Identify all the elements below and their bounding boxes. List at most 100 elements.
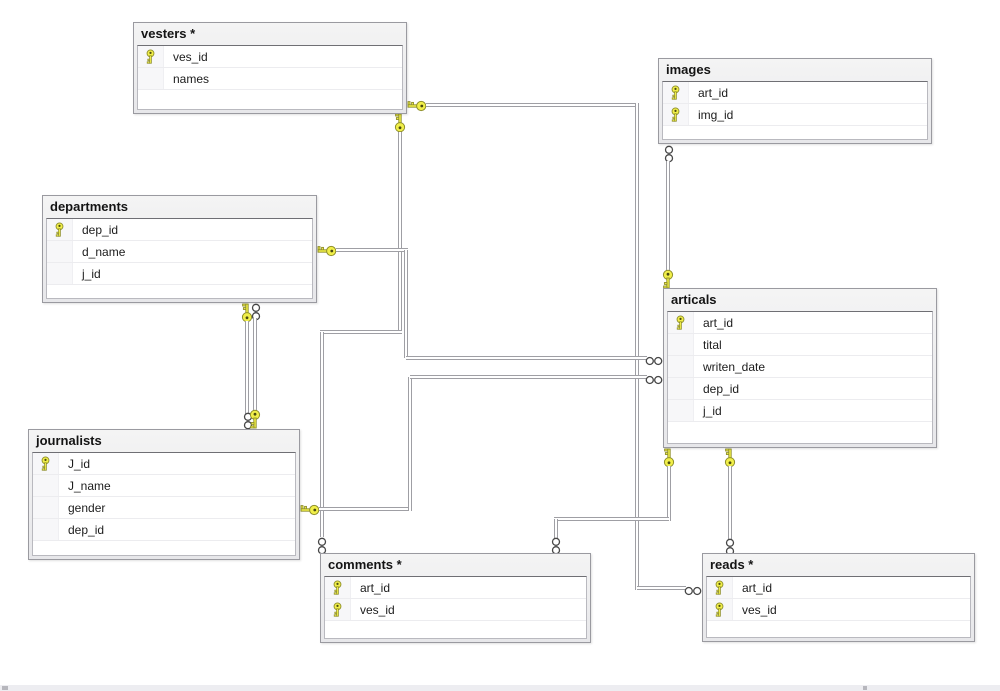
table-row[interactable]: art_id bbox=[325, 577, 586, 599]
relationship-line[interactable] bbox=[728, 466, 732, 540]
table-body: art_id img_id bbox=[662, 81, 928, 140]
many-connector-icon[interactable] bbox=[645, 353, 663, 366]
table-row[interactable]: dep_id bbox=[668, 378, 932, 400]
horizontal-scrollbar[interactable] bbox=[0, 685, 1000, 691]
column-name: ves_id bbox=[360, 602, 395, 617]
table-row[interactable]: gender bbox=[33, 497, 295, 519]
primary-key-icon bbox=[325, 577, 351, 598]
relationship-line[interactable] bbox=[398, 132, 402, 334]
relationship-line[interactable] bbox=[406, 356, 647, 360]
many-connector-icon[interactable] bbox=[645, 372, 663, 385]
table-row[interactable]: dep_id bbox=[33, 519, 295, 541]
key-connector-icon[interactable] bbox=[662, 269, 674, 289]
many-connector-icon[interactable] bbox=[684, 583, 702, 596]
column-name: j_id bbox=[82, 266, 101, 281]
table-row[interactable]: ves_id bbox=[707, 599, 970, 621]
relationship-line[interactable] bbox=[554, 519, 558, 539]
row-selector-cell bbox=[668, 356, 694, 377]
table-comments[interactable]: comments * art_id ves_id bbox=[320, 553, 591, 643]
key-connector-icon[interactable] bbox=[249, 409, 261, 429]
primary-key-icon bbox=[33, 453, 59, 474]
primary-key-icon bbox=[707, 577, 733, 598]
table-row[interactable]: j_id bbox=[668, 400, 932, 422]
column-name: dep_id bbox=[703, 381, 740, 396]
table-row[interactable]: J_name bbox=[33, 475, 295, 497]
relationship-line[interactable] bbox=[554, 517, 669, 521]
table-row[interactable]: art_id bbox=[668, 312, 932, 334]
relationship-line[interactable] bbox=[667, 466, 671, 521]
key-connector-icon[interactable] bbox=[407, 99, 427, 112]
row-selector-cell bbox=[33, 475, 59, 496]
relationship-line[interactable] bbox=[320, 330, 402, 334]
relationship-line[interactable] bbox=[404, 250, 408, 358]
relationship-line[interactable] bbox=[637, 586, 686, 590]
table-row[interactable]: tital bbox=[668, 334, 932, 356]
relationship-line[interactable] bbox=[245, 321, 249, 415]
column-name: ves_id bbox=[742, 602, 777, 617]
column-name: dep_id bbox=[68, 522, 105, 537]
relationship-line[interactable] bbox=[253, 318, 257, 411]
relationship-line[interactable] bbox=[666, 161, 670, 271]
column-name: gender bbox=[68, 500, 106, 515]
column-name: art_id bbox=[360, 580, 391, 595]
table-title: comments * bbox=[328, 557, 402, 572]
table-row[interactable]: img_id bbox=[663, 104, 927, 126]
column-name: d_name bbox=[82, 244, 126, 259]
relationship-line[interactable] bbox=[336, 248, 408, 252]
table-row[interactable]: art_id bbox=[707, 577, 970, 599]
column-name: J_name bbox=[68, 478, 111, 493]
column-name: dep_id bbox=[82, 222, 119, 237]
table-row[interactable]: j_id bbox=[47, 263, 312, 285]
column-name: writen_date bbox=[703, 359, 766, 374]
relationship-line[interactable] bbox=[320, 332, 324, 537]
primary-key-icon bbox=[707, 599, 733, 620]
relationship-line[interactable] bbox=[408, 377, 412, 511]
row-selector-cell bbox=[138, 68, 164, 89]
scrollbar-thumb[interactable] bbox=[2, 686, 8, 690]
key-connector-icon[interactable] bbox=[300, 503, 320, 516]
relationship-line[interactable] bbox=[410, 375, 647, 379]
table-row[interactable]: ves_id bbox=[138, 46, 402, 68]
table-row[interactable]: J_id bbox=[33, 453, 295, 475]
row-selector-cell bbox=[668, 400, 694, 421]
table-row[interactable]: ves_id bbox=[325, 599, 586, 621]
column-name: art_id bbox=[698, 85, 729, 100]
key-connector-icon[interactable] bbox=[394, 113, 406, 133]
column-name: j_id bbox=[703, 403, 722, 418]
relationship-line[interactable] bbox=[635, 103, 639, 590]
table-body: art_id ves_id bbox=[324, 576, 587, 639]
primary-key-icon bbox=[663, 82, 689, 103]
many-connector-icon[interactable] bbox=[664, 145, 674, 163]
column-name: art_id bbox=[742, 580, 773, 595]
table-row[interactable]: art_id bbox=[663, 82, 927, 104]
table-row[interactable]: writen_date bbox=[668, 356, 932, 378]
key-connector-icon[interactable] bbox=[724, 448, 736, 468]
many-connector-icon[interactable] bbox=[251, 303, 261, 321]
table-row[interactable]: d_name bbox=[47, 241, 312, 263]
primary-key-icon bbox=[325, 599, 351, 620]
relationship-line[interactable] bbox=[319, 507, 412, 511]
relationship-line[interactable] bbox=[426, 103, 639, 107]
table-body: dep_id d_name j_id bbox=[46, 218, 313, 299]
many-connector-icon[interactable] bbox=[317, 537, 327, 555]
row-selector-cell bbox=[33, 497, 59, 518]
row-selector-cell bbox=[33, 519, 59, 540]
key-connector-icon[interactable] bbox=[663, 448, 675, 468]
column-name: names bbox=[173, 71, 210, 86]
primary-key-icon bbox=[663, 104, 689, 125]
primary-key-icon bbox=[138, 46, 164, 67]
key-connector-icon[interactable] bbox=[317, 244, 337, 257]
primary-key-icon bbox=[668, 312, 694, 333]
table-row[interactable]: names bbox=[138, 68, 402, 90]
table-title: vesters * bbox=[141, 26, 196, 41]
table-row[interactable]: dep_id bbox=[47, 219, 312, 241]
